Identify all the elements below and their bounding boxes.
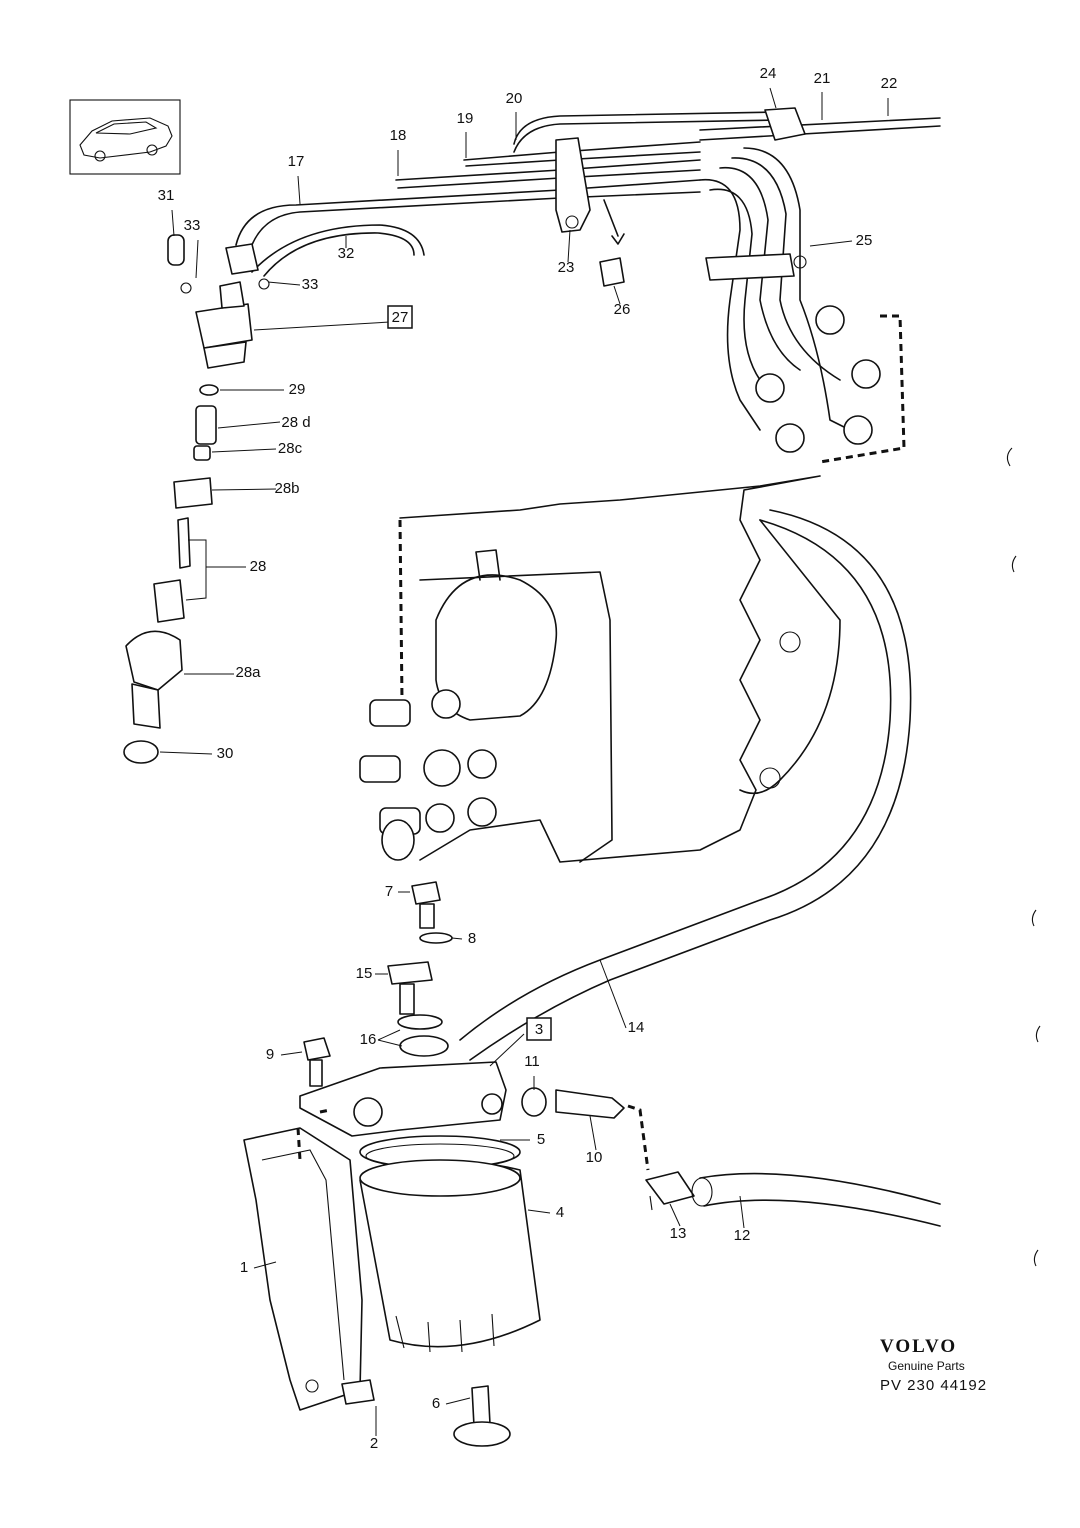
callout-3: 3 [535,1021,543,1038]
callout-17: 17 [288,153,305,170]
logo-subtitle: Genuine Parts [888,1359,965,1373]
callout-29: 29 [289,381,306,398]
leader-lines [159,87,889,1436]
callout-21: 21 [814,70,831,87]
callout-19: 19 [457,110,474,127]
callout-2: 2 [370,1435,378,1452]
callout-20: 20 [506,90,523,107]
hose-12 [691,1172,941,1227]
injector-holder-27 [123,234,270,764]
boxed-callout-labels: 27 3 [387,305,552,1041]
logo-brand: VOLVO [880,1336,957,1357]
banjo-bolt-15 [387,961,449,1057]
margin-marks [1006,447,1041,1267]
callout-18: 18 [390,127,407,144]
callout-7: 7 [385,883,393,900]
callout-32: 32 [338,245,355,262]
clamp-23 [555,137,591,233]
callout-28: 28 [250,558,267,575]
callout-30: 30 [217,745,234,762]
part-code: PV 230 44192 [880,1377,987,1394]
callout-10: 10 [586,1149,603,1166]
callout-27: 27 [392,309,409,326]
callout-28d: 28 d [281,414,310,431]
volvo-genuine-parts-logo: VOLVO Genuine Parts PV 230 44192 [880,1336,987,1394]
drain-plug-6 [453,1385,511,1447]
inlet-fitting-10 [521,1087,650,1171]
filter-head-3 [296,1037,507,1161]
callout-28a: 28a [235,664,261,681]
arrow [603,199,619,237]
callout-22: 22 [881,75,898,92]
callout-13: 13 [670,1225,687,1242]
callout-28b: 28b [274,480,299,497]
callout-box-27 [387,305,413,329]
callout-33: 33 [302,276,319,293]
callout-12: 12 [734,1227,751,1244]
callout-33: 33 [184,217,201,234]
hose-14 [459,509,912,1061]
callout-5: 5 [537,1131,545,1148]
sleeve-26 [599,257,625,287]
fuel-filter-4 [359,1159,541,1353]
callout-25: 25 [856,232,873,249]
callout-9: 9 [266,1046,274,1063]
callout-4: 4 [556,1204,564,1221]
injection-pump [359,475,841,863]
callout-1: 1 [240,1259,248,1276]
callout-24: 24 [760,65,777,82]
callout-16: 16 [360,1031,377,1048]
callout-23: 23 [558,259,575,276]
callout-15: 15 [356,965,373,982]
callout-28c: 28c [278,440,303,457]
hose-clamp-13 [645,1171,695,1211]
filter-bracket-1 [243,1127,375,1411]
callout-11: 11 [524,1053,540,1070]
banjo-bolt-7 [411,881,453,944]
callout-31: 31 [158,187,175,204]
callout-14: 14 [628,1019,645,1036]
callout-6: 6 [432,1395,440,1412]
callout-8: 8 [468,930,476,947]
callout-26: 26 [614,301,631,318]
callout-box-3 [526,1017,552,1041]
car-thumbnail-icon [69,99,181,175]
injector-pipes [699,147,906,464]
